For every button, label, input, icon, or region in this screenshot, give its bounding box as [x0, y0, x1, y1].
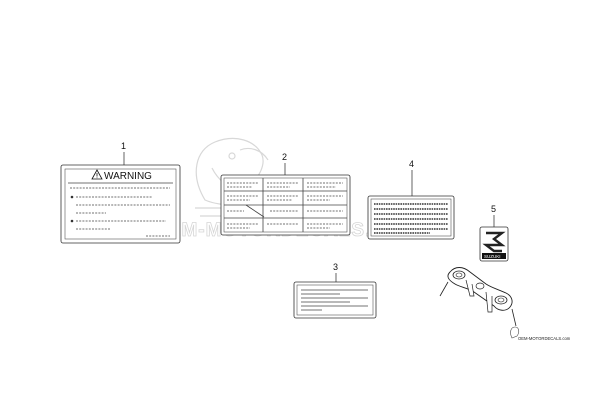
part-3-info-label[interactable]: 3 — [293, 262, 377, 319]
site-credit-bird-icon — [510, 326, 520, 339]
part-4-info-label[interactable]: 4 — [367, 159, 455, 240]
bullet-icon — [70, 195, 74, 199]
part-3-inner-border — [296, 284, 374, 316]
part-2-info-label[interactable]: 2 — [220, 152, 351, 236]
part-4-outline — [367, 195, 455, 240]
part-3-callout: 3 — [333, 262, 338, 272]
part-4-inner-border — [370, 198, 452, 237]
part-1-warning-label[interactable]: 1 WARNING — [60, 141, 181, 244]
part-3-outline — [293, 281, 377, 319]
part-2-callout: 2 — [282, 152, 287, 162]
top-bridge-illustration — [439, 267, 517, 327]
part-5-callout: 5 — [491, 204, 496, 214]
part-1-inner-border — [64, 168, 177, 240]
part-1-callout: 1 — [121, 141, 126, 151]
brand-bar — [482, 253, 506, 259]
part-4-callout: 4 — [409, 159, 414, 169]
brand-text: SUZUKI — [484, 254, 501, 259]
part-1-outline — [60, 164, 181, 244]
bullet-icon — [70, 219, 74, 223]
suzuki-logo-icon — [482, 231, 506, 253]
warning-triangle-icon — [91, 169, 103, 180]
grid-diagonal — [245, 204, 265, 218]
warning-heading: WARNING — [104, 171, 152, 182]
part-5-suzuki-emblem[interactable]: 5 SUZUKI — [479, 204, 509, 262]
site-credit: OEM-MOTORDECALS.com — [518, 336, 571, 341]
